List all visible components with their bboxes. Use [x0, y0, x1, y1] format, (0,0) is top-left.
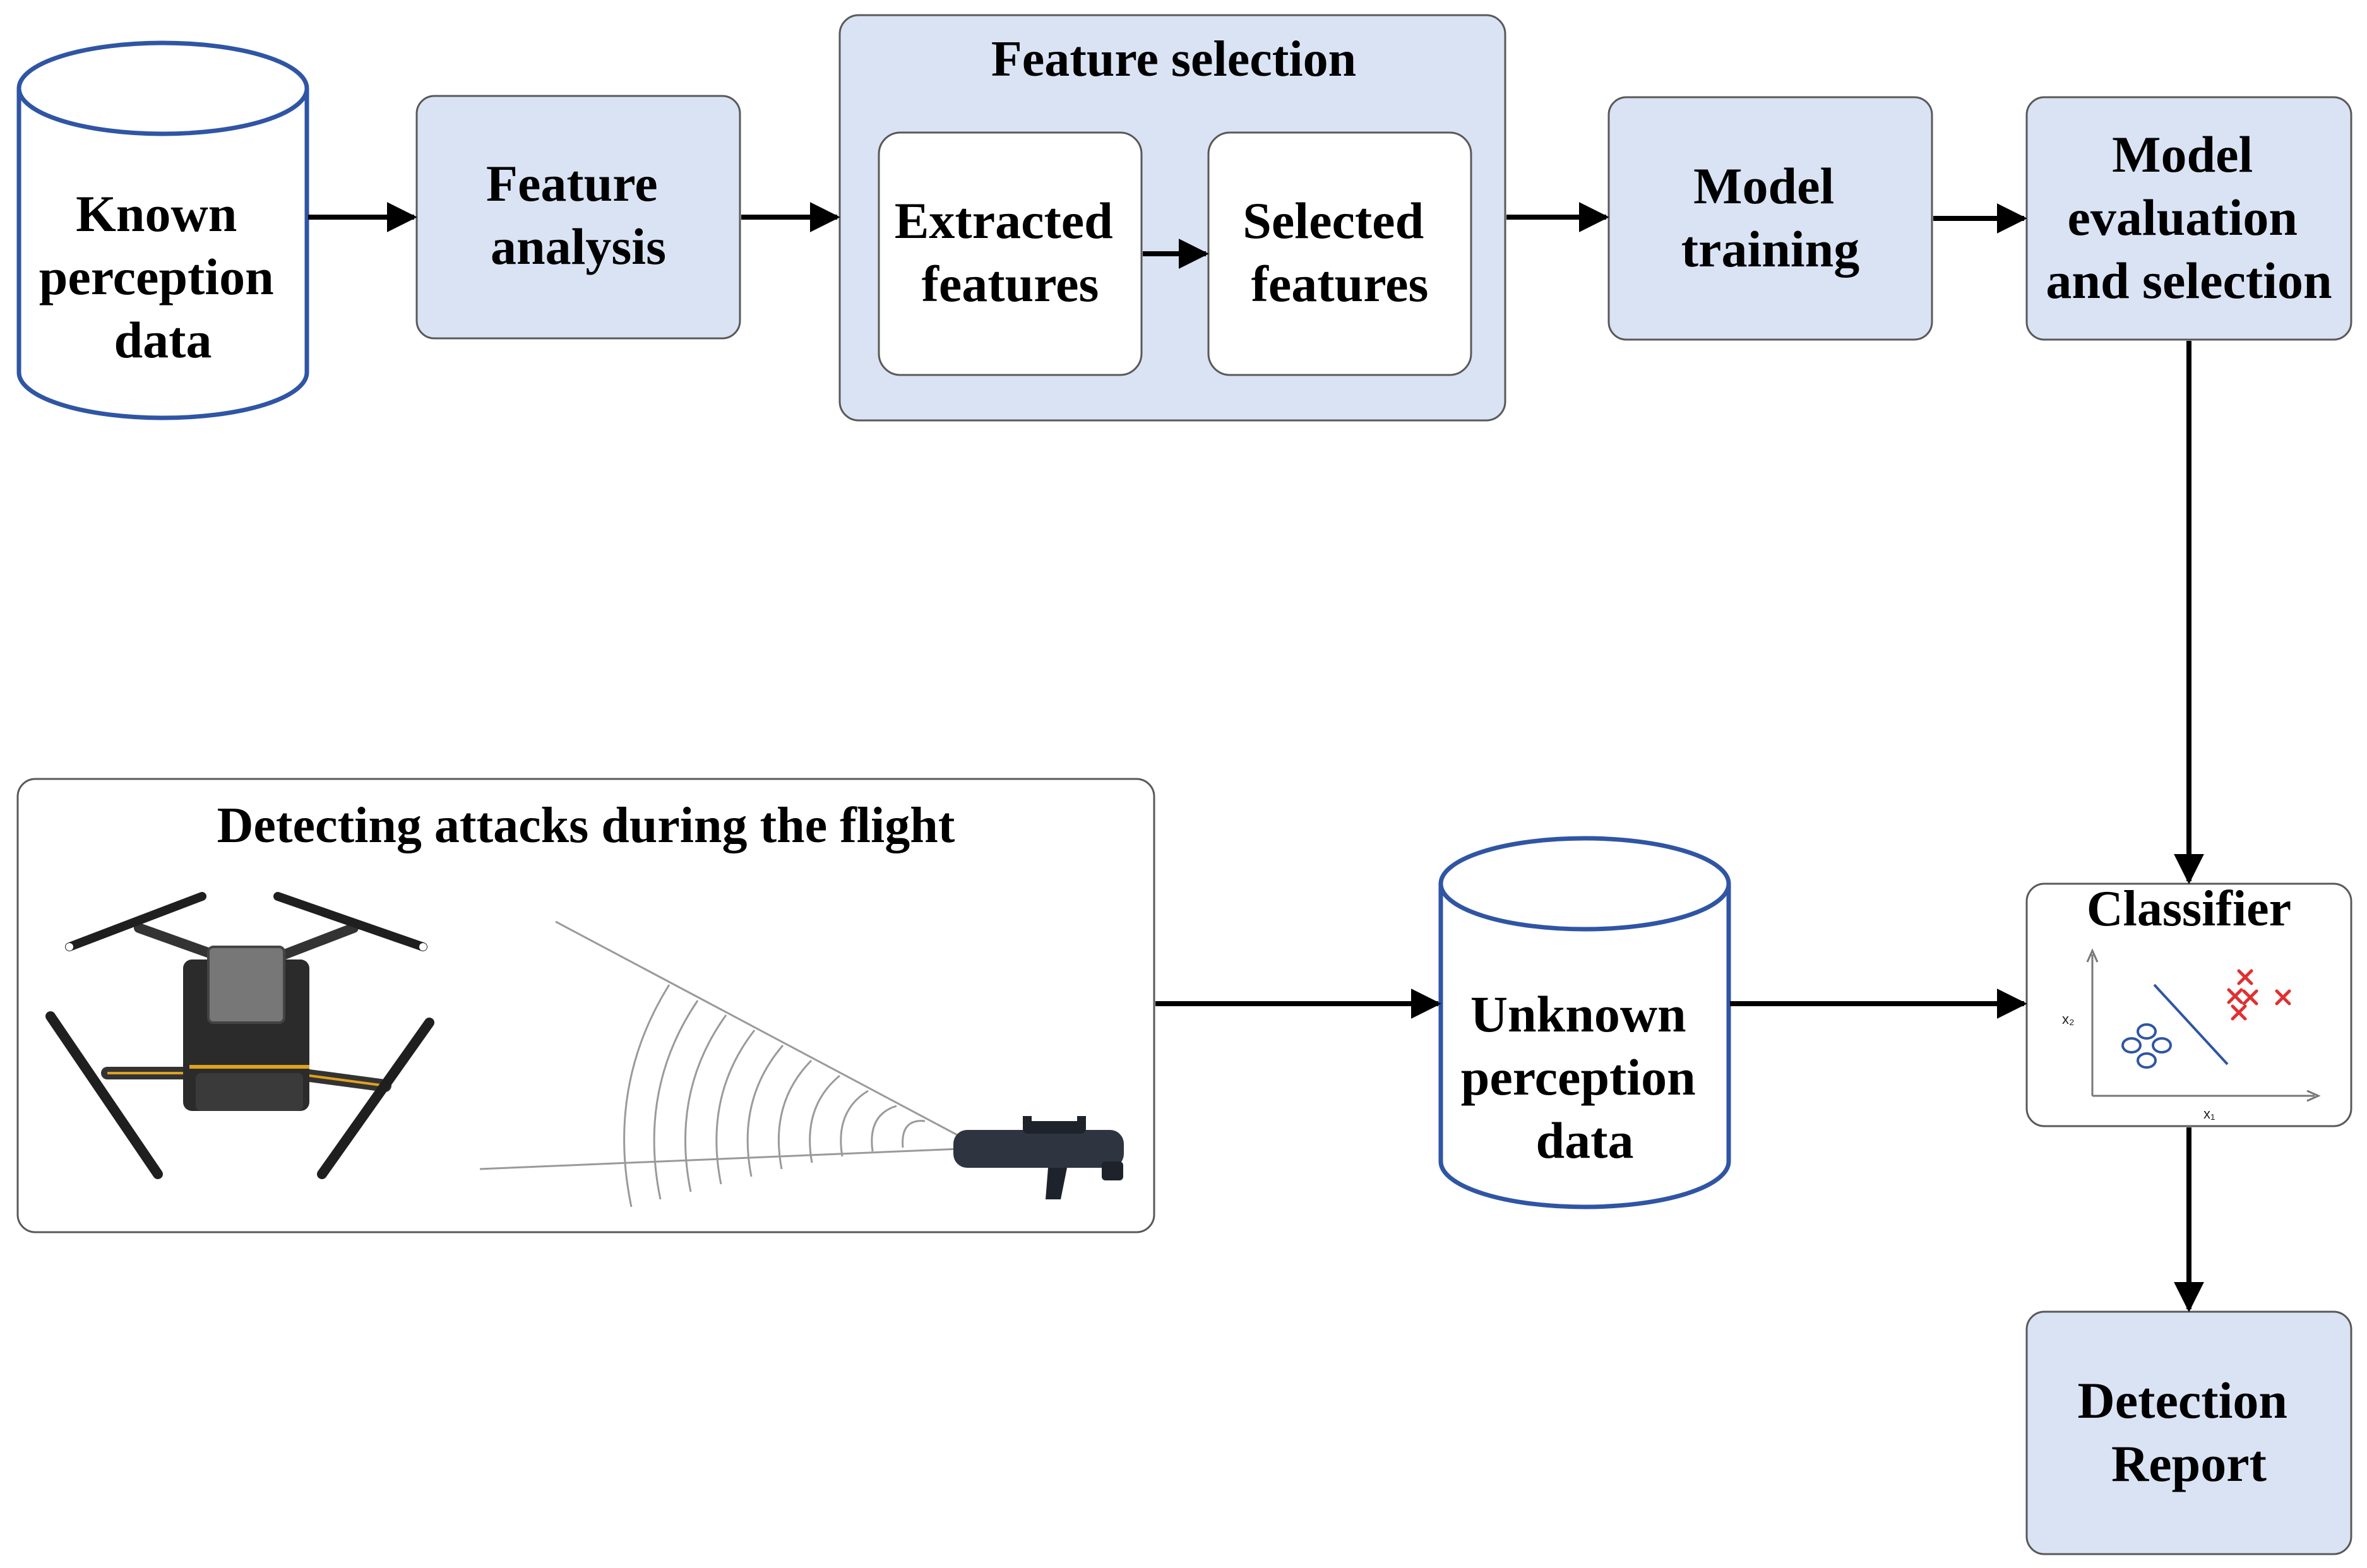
- class-b-marker: [2227, 988, 2243, 1004]
- detection-report-line-1: Detection: [2078, 1372, 2287, 1429]
- known-data-line-3: data: [114, 311, 212, 369]
- svg-text:Model evaluation a: Model evaluation and selection: [2046, 126, 2332, 309]
- drone-image: [45, 892, 434, 1179]
- model-training-line-1: Model: [1693, 157, 1834, 215]
- class-a-marker: [2137, 1052, 2157, 1069]
- model-evaluation-line-2: evaluation: [2068, 189, 2298, 246]
- class-a-marker: [2121, 1037, 2142, 1054]
- decision-boundary-line: [2153, 983, 2229, 1066]
- detection-report-line-2: Report: [2111, 1435, 2267, 1492]
- feature-analysis-line-2: analysis: [491, 218, 666, 275]
- svg-text:Unknown perception: Unknown perception data: [1461, 985, 1709, 1169]
- selected-features-box: Selected features: [1207, 131, 1472, 376]
- model-evaluation-line-3: and selection: [2046, 252, 2332, 309]
- extracted-features-line-2: features: [922, 255, 1099, 312]
- feature-analysis-line-1: Feature: [486, 155, 658, 212]
- known-perception-data-cylinder: Known perception data: [16, 40, 309, 420]
- model-training-line-2: training: [1681, 220, 1859, 278]
- class-b-marker: [2237, 969, 2253, 985]
- classifier-y-axis-label: x₂: [2062, 1011, 2075, 1027]
- class-b-marker: [2242, 989, 2258, 1006]
- selected-features-line-2: features: [1251, 255, 1429, 312]
- svg-text:Detection Report: Detection Report: [2078, 1372, 2301, 1492]
- unknown-perception-data-cylinder: Unknown perception data: [1438, 836, 1731, 1209]
- selected-features-line-1: Selected: [1243, 192, 1424, 249]
- classifier-title: Classifier: [2087, 881, 2291, 937]
- class-a-marker: [2137, 1023, 2157, 1040]
- feature-selection-group: Feature selection Extracted features Sel…: [838, 14, 1506, 422]
- model-training-box: Model training: [1607, 96, 1933, 341]
- classifier-box: Classifier x₂ x₁: [2025, 881, 2352, 1127]
- feature-analysis-box: Feature analysis: [415, 95, 741, 340]
- svg-text:Known perception d: Known perception data: [39, 185, 287, 369]
- feature-selection-title: Feature selection: [991, 32, 1356, 87]
- unknown-data-line-3: data: [1536, 1112, 1634, 1169]
- extracted-features-box: Extracted features: [878, 131, 1143, 376]
- flight-attack-panel: Detecting attacks during the flight: [16, 778, 1155, 1233]
- unknown-data-line-1: Unknown: [1470, 985, 1686, 1043]
- model-evaluation-box: Model evaluation and selection: [2025, 96, 2352, 341]
- class-b-marker: [2275, 989, 2291, 1006]
- class-b-marker: [2231, 1004, 2247, 1021]
- classifier-scatter-plot: x₂ x₁: [2062, 948, 2321, 1122]
- svg-text:Feature analysis: Feature analysis: [486, 155, 671, 275]
- model-evaluation-line-1: Model: [2112, 126, 2253, 183]
- extracted-features-line-1: Extracted: [895, 192, 1113, 249]
- classifier-x-axis-label: x₁: [2203, 1106, 2215, 1122]
- svg-text:Model training: Model training: [1681, 157, 1859, 278]
- svg-text:Extracted features: Extracted features: [895, 192, 1126, 312]
- jammer-gun-image: [953, 1116, 1124, 1199]
- flight-panel-title: Detecting attacks during the flight: [217, 798, 955, 853]
- detection-report-box: Detection Report: [2025, 1310, 2352, 1555]
- known-data-line-2: perception: [39, 248, 274, 306]
- class-a-marker: [2152, 1037, 2172, 1054]
- unknown-data-line-2: perception: [1461, 1048, 1696, 1106]
- signal-waves: [479, 920, 960, 1208]
- known-data-line-1: Known: [76, 185, 237, 242]
- svg-text:Selected features: Selected features: [1243, 192, 1436, 312]
